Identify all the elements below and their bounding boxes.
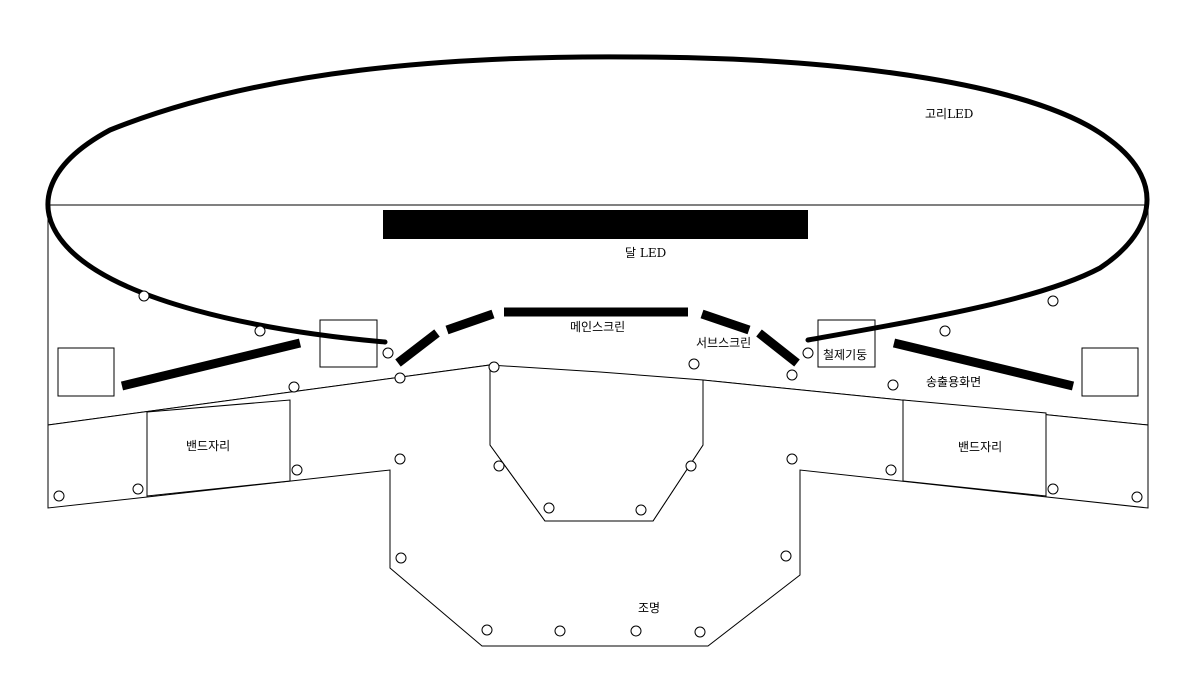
broadcast-bar-left <box>120 338 302 391</box>
light-fixture <box>685 460 697 472</box>
label-band-area-left: 밴드자리 <box>186 439 230 453</box>
light-fixture <box>543 502 555 514</box>
light-fixture <box>138 290 150 302</box>
light-fixture <box>291 464 303 476</box>
light-fixture <box>635 504 647 516</box>
light-fixture <box>493 460 505 472</box>
light-fixture <box>395 552 407 564</box>
light-fixture <box>1047 483 1059 495</box>
label-main-screen: 메인스크린 <box>570 320 625 334</box>
light-fixture <box>780 550 792 562</box>
light-fixture <box>554 625 566 637</box>
light-fixture <box>688 358 700 370</box>
center-pit-outline <box>489 364 704 522</box>
sub-screen-right-segment <box>700 309 751 335</box>
light-fixture <box>1131 491 1143 503</box>
light-fixture <box>53 490 65 502</box>
lighting-fixtures <box>53 290 1143 638</box>
light-fixture <box>786 453 798 465</box>
light-fixture <box>887 379 899 391</box>
moon-led-bar <box>383 210 808 239</box>
band-area-right-box <box>902 399 1047 497</box>
light-fixture <box>254 325 266 337</box>
broadcast-bar-right <box>892 338 1075 391</box>
light-fixture <box>694 626 706 638</box>
label-steel-pillar: 철제기둥 <box>823 348 867 362</box>
main-screen-left-end <box>395 329 440 367</box>
label-lighting: 조명 <box>638 601 660 615</box>
broadcast-screen-right-box <box>1081 347 1139 397</box>
light-fixture <box>288 381 300 393</box>
light-fixture <box>382 347 394 359</box>
label-sub-screen: 서브스크린 <box>696 336 751 350</box>
light-fixture <box>481 624 493 636</box>
label-moon-led: 달 LED <box>625 246 666 260</box>
light-fixture <box>1047 295 1059 307</box>
light-fixture <box>885 464 897 476</box>
main-screen-left-segment <box>445 309 495 335</box>
light-fixture <box>488 361 500 373</box>
label-broadcast-screen: 송출용화면 <box>926 375 981 389</box>
label-band-area-right: 밴드자리 <box>958 440 1002 454</box>
light-fixture <box>394 453 406 465</box>
light-fixture <box>939 325 951 337</box>
light-fixture <box>802 347 814 359</box>
ring-led-loop <box>45 54 1150 345</box>
band-area-left-box <box>146 399 291 497</box>
light-fixture <box>394 372 406 384</box>
sub-screen-right-end <box>756 329 800 367</box>
light-fixture <box>132 483 144 495</box>
broadcast-screen-left-box <box>57 347 115 397</box>
light-fixture <box>786 369 798 381</box>
light-fixture <box>630 625 642 637</box>
label-ring-led: 고리LED <box>925 107 973 121</box>
steel-pillar-left-box <box>319 319 378 368</box>
